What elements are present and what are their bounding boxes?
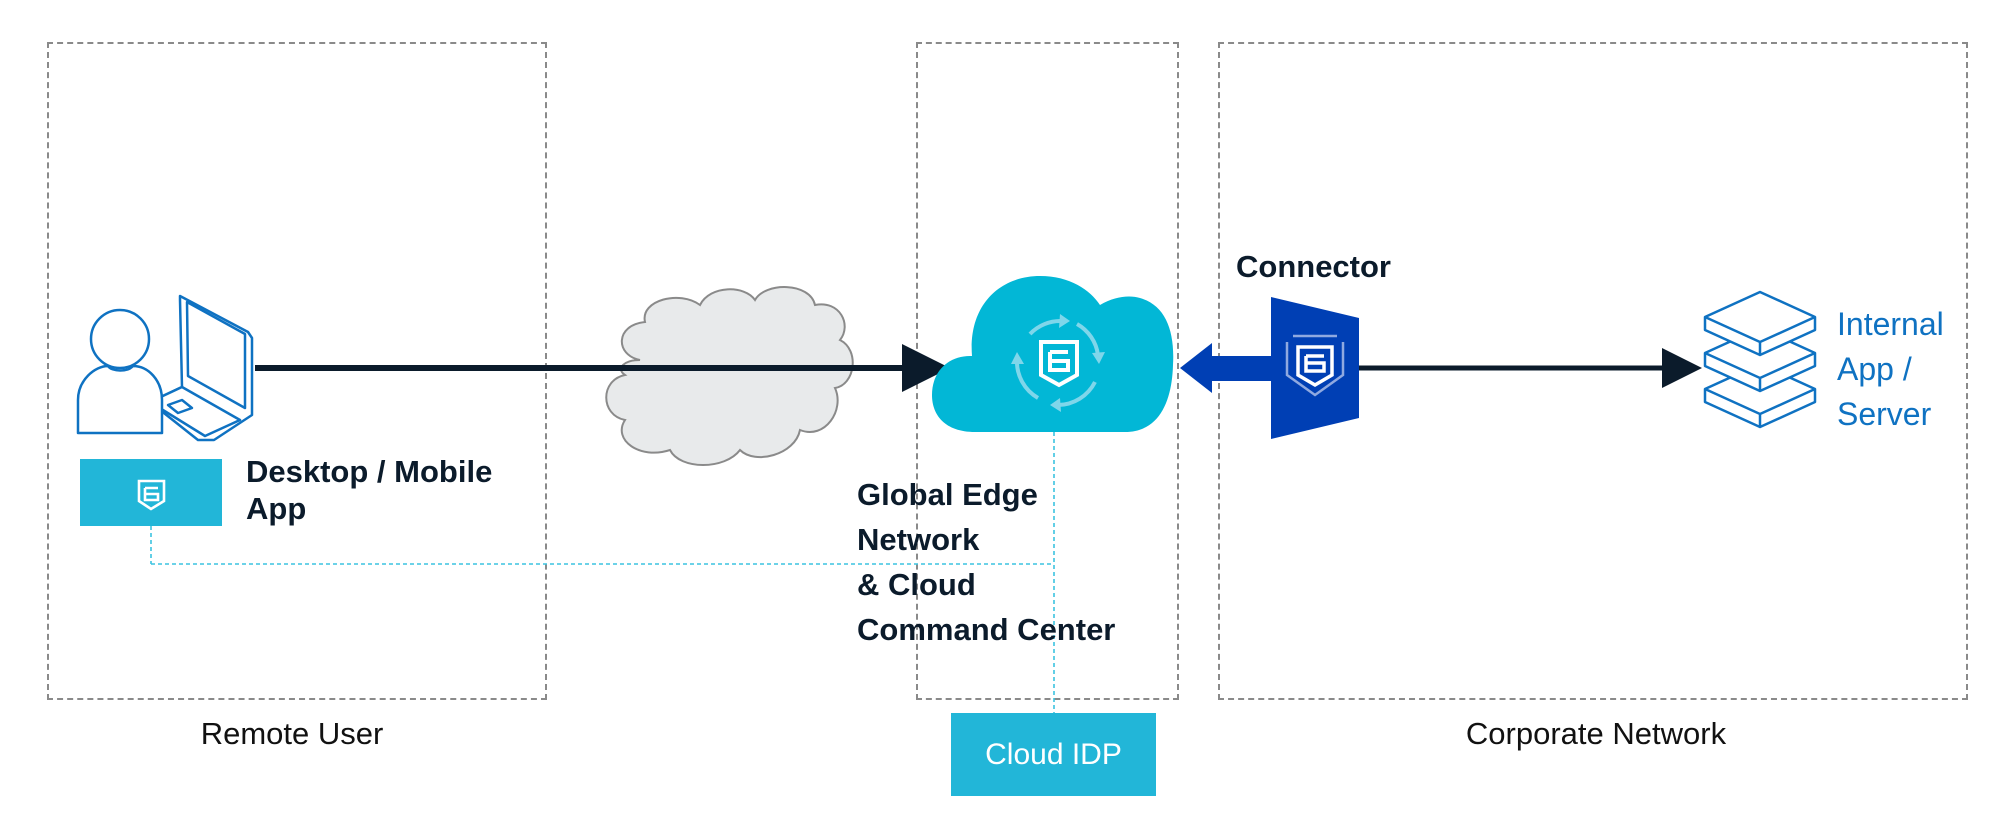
corporate-network-zone-label: Corporate Network (1465, 716, 1727, 751)
idp-dotted-links (150, 432, 1055, 713)
client-app-badge (80, 459, 222, 526)
edge-cloud-icon (932, 276, 1174, 432)
user-with-laptop-icon (76, 294, 254, 442)
cloud-idp-label: Cloud IDP (985, 737, 1122, 771)
connector-to-edge-arrow (1180, 343, 1272, 393)
server-stack-icon (1703, 290, 1817, 429)
shield-b-logo-icon (137, 479, 166, 511)
internal-app-label: Internal App / Server (1837, 302, 1944, 437)
edge-label-line2: Network (857, 522, 980, 557)
connector-label: Connector (1236, 249, 1391, 284)
internal-app-label-line1: Internal (1837, 306, 1944, 342)
remote-user-zone-label: Remote User (200, 716, 384, 751)
edge-label-line4: Command Center (857, 612, 1116, 647)
sync-ring-icon (1014, 318, 1100, 407)
client-app-label-line1: Desktop / Mobile (246, 454, 493, 489)
connector-gateway-icon (1271, 297, 1359, 439)
edge-shield-logo-icon (1039, 340, 1079, 388)
edge-label-line3: & Cloud (857, 567, 976, 602)
client-app-label: Desktop / Mobile App (246, 453, 492, 527)
client-app-label-line2: App (246, 491, 307, 526)
internal-app-label-line3: Server (1837, 396, 1932, 432)
internal-app-label-line2: App / (1837, 351, 1912, 387)
edge-network-label: Global Edge Network & Cloud Command Cent… (857, 472, 1115, 652)
internet-cloud-icon (605, 286, 854, 466)
edge-label-line1: Global Edge (857, 477, 1038, 512)
cloud-idp-box: Cloud IDP (951, 713, 1156, 796)
